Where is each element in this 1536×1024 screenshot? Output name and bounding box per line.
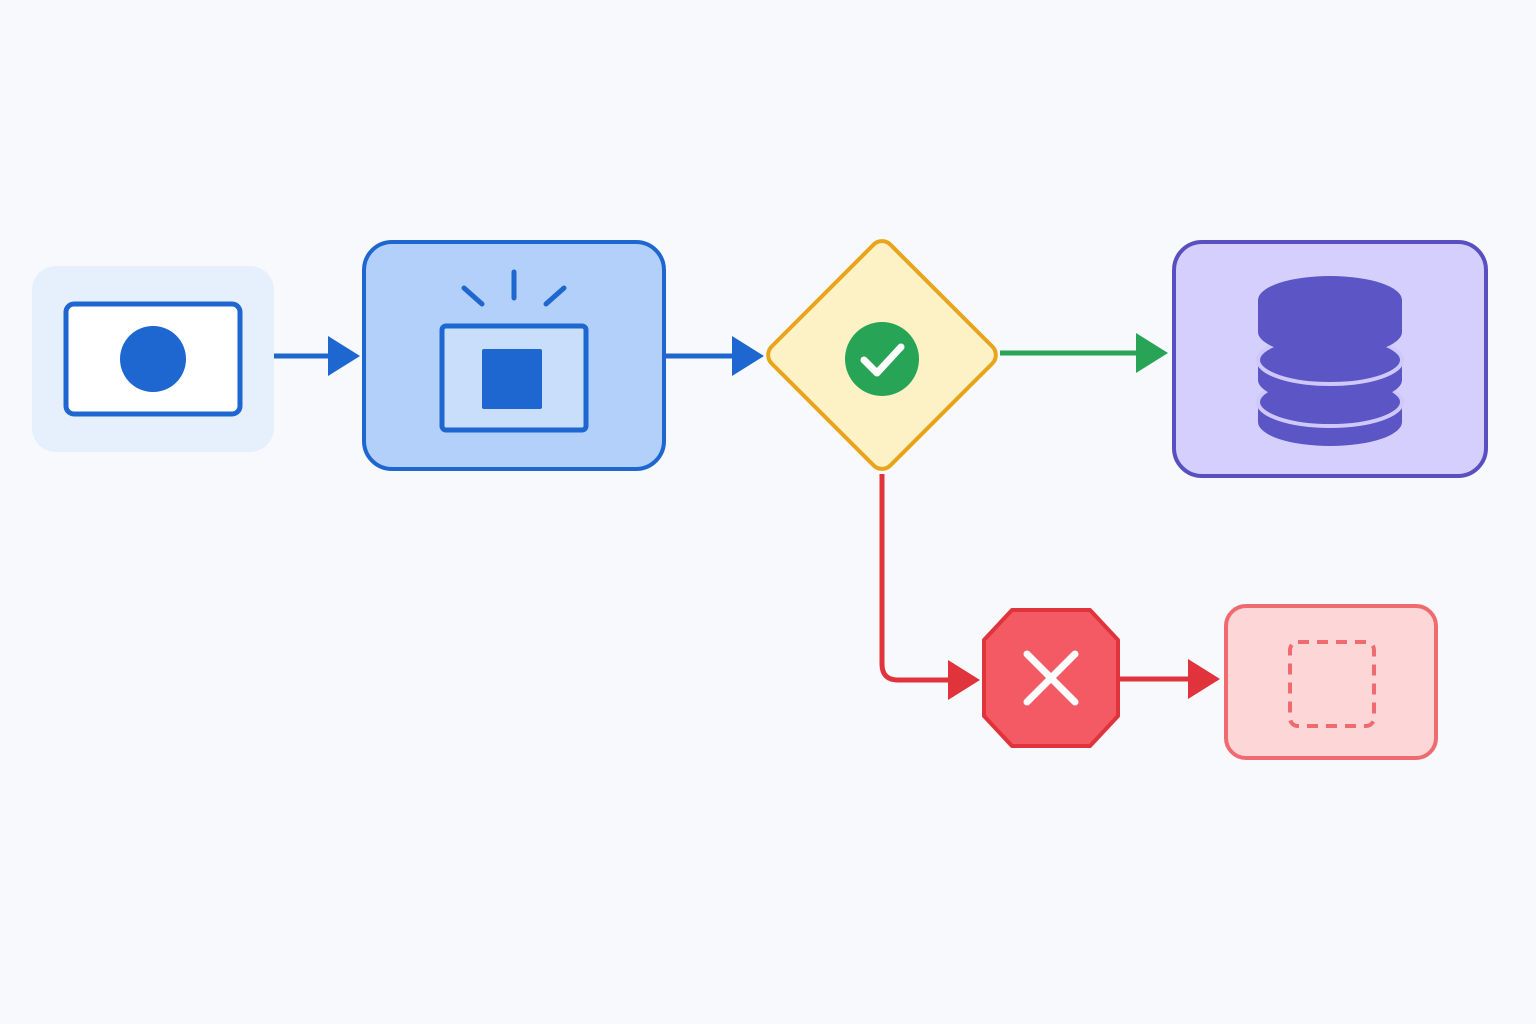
node-input — [32, 266, 274, 452]
edges — [240, 333, 1220, 700]
record-circle-icon — [63, 301, 243, 417]
edge-decision-to-reject — [879, 474, 980, 700]
dashed-square-icon — [1288, 640, 1376, 728]
database-icon — [1256, 276, 1404, 446]
arrowhead — [328, 336, 360, 376]
discard-node-box — [1224, 604, 1438, 760]
edge-decision-to-storage — [1000, 333, 1168, 373]
arrowhead — [948, 660, 980, 700]
edge-line — [879, 474, 952, 683]
arrowhead — [1136, 333, 1168, 373]
node-storage — [1172, 240, 1488, 478]
edge-reject-to-discard — [1118, 659, 1220, 699]
node-reject — [982, 608, 1120, 748]
node-discard — [1224, 604, 1438, 760]
node-process — [362, 240, 666, 471]
node-decision — [766, 239, 998, 471]
arrowhead — [732, 336, 764, 376]
edge-process-to-decision — [664, 336, 764, 376]
capture-screen-icon — [439, 269, 589, 433]
arrowhead — [1188, 659, 1220, 699]
x-icon — [1023, 650, 1079, 706]
check-circle-icon — [845, 322, 919, 396]
